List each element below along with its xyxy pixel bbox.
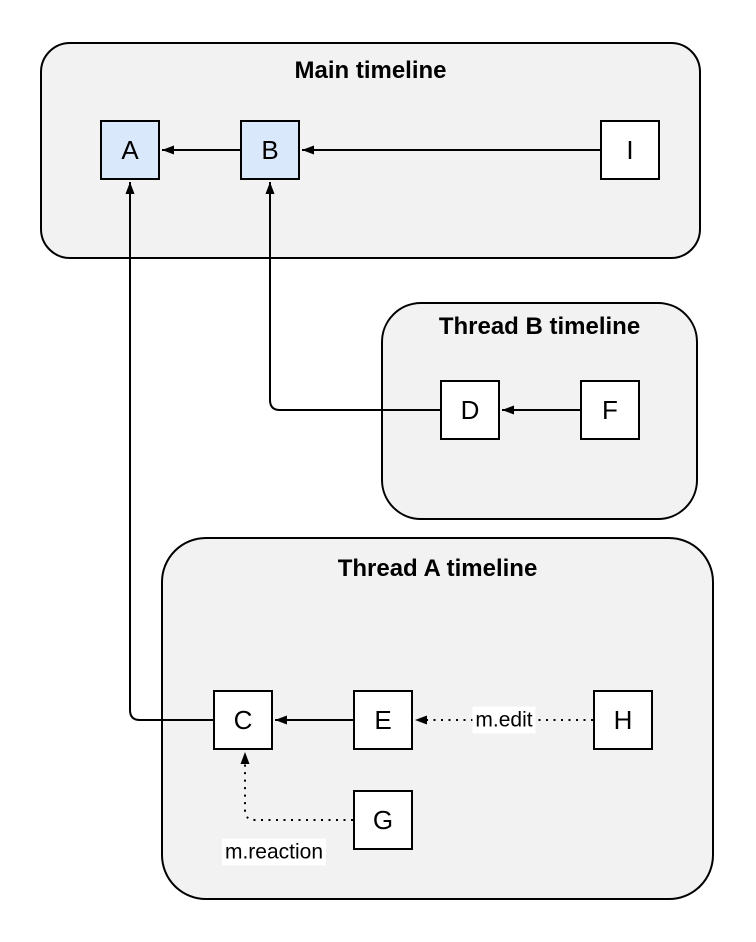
node-event-g: G bbox=[353, 790, 413, 850]
node-event-b: B bbox=[240, 120, 300, 180]
edge-label-m-reaction: m.reaction bbox=[221, 838, 327, 866]
node-event-c: C bbox=[213, 690, 273, 750]
group-title-thread-a-timeline: Thread A timeline bbox=[337, 555, 538, 582]
group-title-main-timeline: Main timeline bbox=[294, 57, 447, 84]
node-event-d: D bbox=[440, 380, 500, 440]
node-event-a: A bbox=[100, 120, 160, 180]
node-event-e: E bbox=[353, 690, 413, 750]
node-event-f: F bbox=[580, 380, 640, 440]
group-thread-b-timeline: Thread B timeline bbox=[381, 302, 698, 520]
edge-label-m-edit: m.edit bbox=[472, 706, 536, 734]
group-title-thread-b-timeline: Thread B timeline bbox=[438, 313, 641, 340]
node-event-i: I bbox=[600, 120, 660, 180]
node-event-h: H bbox=[593, 690, 653, 750]
